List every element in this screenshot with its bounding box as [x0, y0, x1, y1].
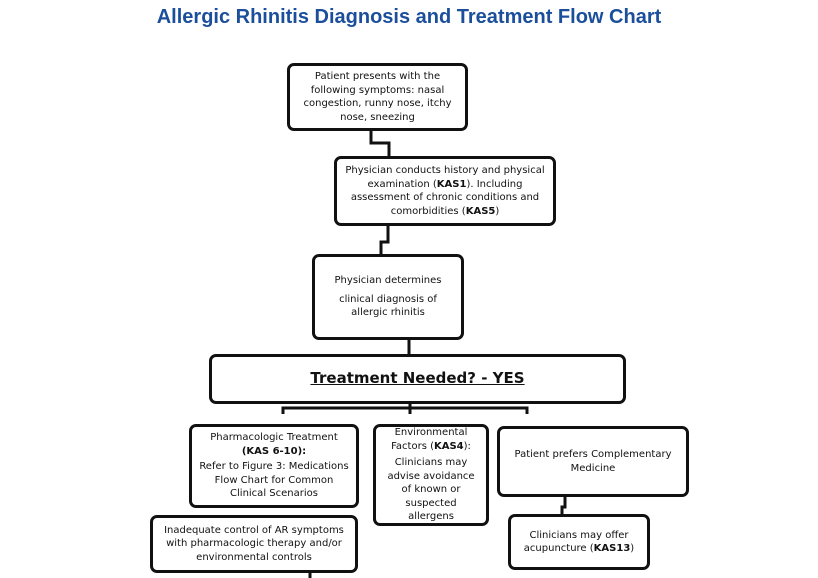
treatment-needed-box: Treatment Needed? - YES [209, 354, 626, 404]
symptoms-box: Patient presents with the following symp… [287, 63, 468, 131]
treatment-needed-text: Treatment Needed? - YES [310, 369, 525, 388]
complementary-text: Patient prefers Complementary Medicine [514, 449, 672, 474]
connector-symptoms-history [369, 131, 391, 156]
acupuncture-box: Clinicians may offer acupuncture (KAS13) [508, 514, 650, 570]
kas13-ref: KAS13 [593, 543, 631, 554]
pharma-kas: (KAS 6-10): [241, 445, 307, 457]
complementary-box: Patient prefers Complementary Medicine [497, 426, 689, 497]
env-title: Environmental [394, 427, 468, 439]
pharma-title: Pharmacologic Treatment [210, 432, 338, 444]
history-box: Physician conducts history and physical … [334, 156, 556, 226]
pharma-ref: Refer to Figure 3: Medications Flow Char… [199, 461, 349, 500]
inadequate-control-box: Inadequate control of AR symptoms with p… [150, 515, 358, 573]
diagnosis-line2: clinical diagnosis of allergic rhinitis [339, 293, 437, 319]
symptoms-text: Patient presents with the following symp… [303, 71, 452, 123]
connector-history-diagnosis [379, 226, 390, 254]
kas1-ref: KAS1 [436, 178, 467, 190]
kas4-ref: KAS4 [433, 440, 464, 452]
pharmacologic-box: Pharmacologic Treatment (KAS 6-10): Refe… [189, 424, 359, 508]
diagnosis-box: Physician determines clinical diagnosis … [312, 254, 464, 340]
page-title: Allergic Rhinitis Diagnosis and Treatmen… [156, 6, 662, 28]
diagnosis-line1: Physician determines [334, 275, 442, 287]
env-advice: Clinicians may advise avoidance of known… [387, 457, 475, 523]
env-factors: Factors (KAS4): [391, 440, 471, 452]
acupuncture-text: Clinicians may offer acupuncture (KAS13) [523, 529, 635, 555]
kas5-ref: KAS5 [465, 205, 496, 217]
inadequate-text: Inadequate control of AR symptoms with p… [164, 524, 344, 563]
history-text: Physician conducts history and physical … [345, 165, 545, 217]
environmental-box: Environmental Factors (KAS4): Clinicians… [373, 424, 489, 526]
connector-treatment-branch [281, 406, 529, 414]
connector-complementary-acupuncture [560, 497, 567, 514]
